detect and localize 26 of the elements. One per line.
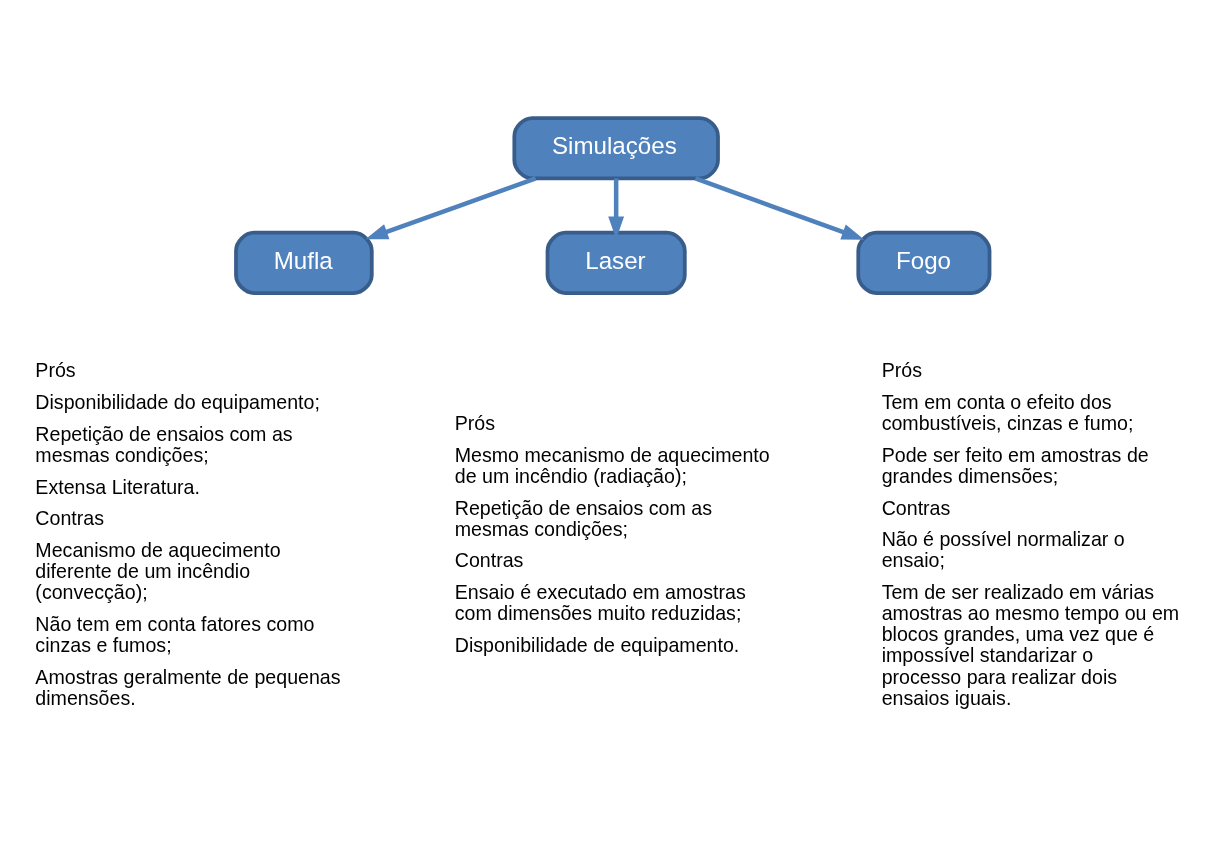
node-label: Prós (35, 359, 76, 382)
node-label: Pode ser feito em amostras de grandes dimensões; (881, 443, 1149, 487)
node-label: Ensaio é executado em amostras com dimensões muito reduzidas; (454, 581, 746, 625)
node-label: Mesmo mecanismo de aquecimento de um incêndio (radiação); (454, 443, 770, 487)
node-label: Amostras geralmente de pequenas dimensões. (35, 665, 341, 709)
node-label: Contras (454, 549, 524, 572)
node-label: Disponibilidade de equipamento. (454, 633, 740, 656)
node-label: Não é possível normalizar o ensaio; (881, 528, 1125, 572)
node-box: Laser (545, 230, 687, 295)
node-label: Prós (454, 412, 496, 435)
node-label: Não tem em conta fatores como cinzas e fumos; (35, 612, 315, 656)
node-label: Contras (881, 496, 951, 519)
node-label: Extensa Literatura. (35, 475, 200, 498)
node-label: Tem em conta o efeito dos combustíveis, cinzas e fumo; (881, 391, 1134, 435)
node-label: Repetição de ensaios com as mesmas condições; (35, 422, 293, 466)
node-label: Contras (35, 507, 105, 530)
node-label: Prós (881, 359, 922, 382)
node-box: Simulações (512, 116, 720, 181)
node-label: Tem de ser realizado em várias amostras ao mesmo tempo ou em blocos grandes, uma vez que é impossível standarizar o processo para realizar dois ensaios iguais. (881, 581, 1180, 709)
node-label: Disponibilidade do equipamento; (35, 391, 320, 414)
node-box: Fogo (856, 230, 992, 295)
arrow (365, 176, 537, 240)
node-label: Mecanismo de aquecimento diferente de um incêndio (convecção); (35, 538, 281, 604)
arrow (694, 176, 865, 240)
node-box: Mufla (234, 230, 374, 295)
node-label: Repetição de ensaios com as mesmas condições; (454, 496, 712, 540)
